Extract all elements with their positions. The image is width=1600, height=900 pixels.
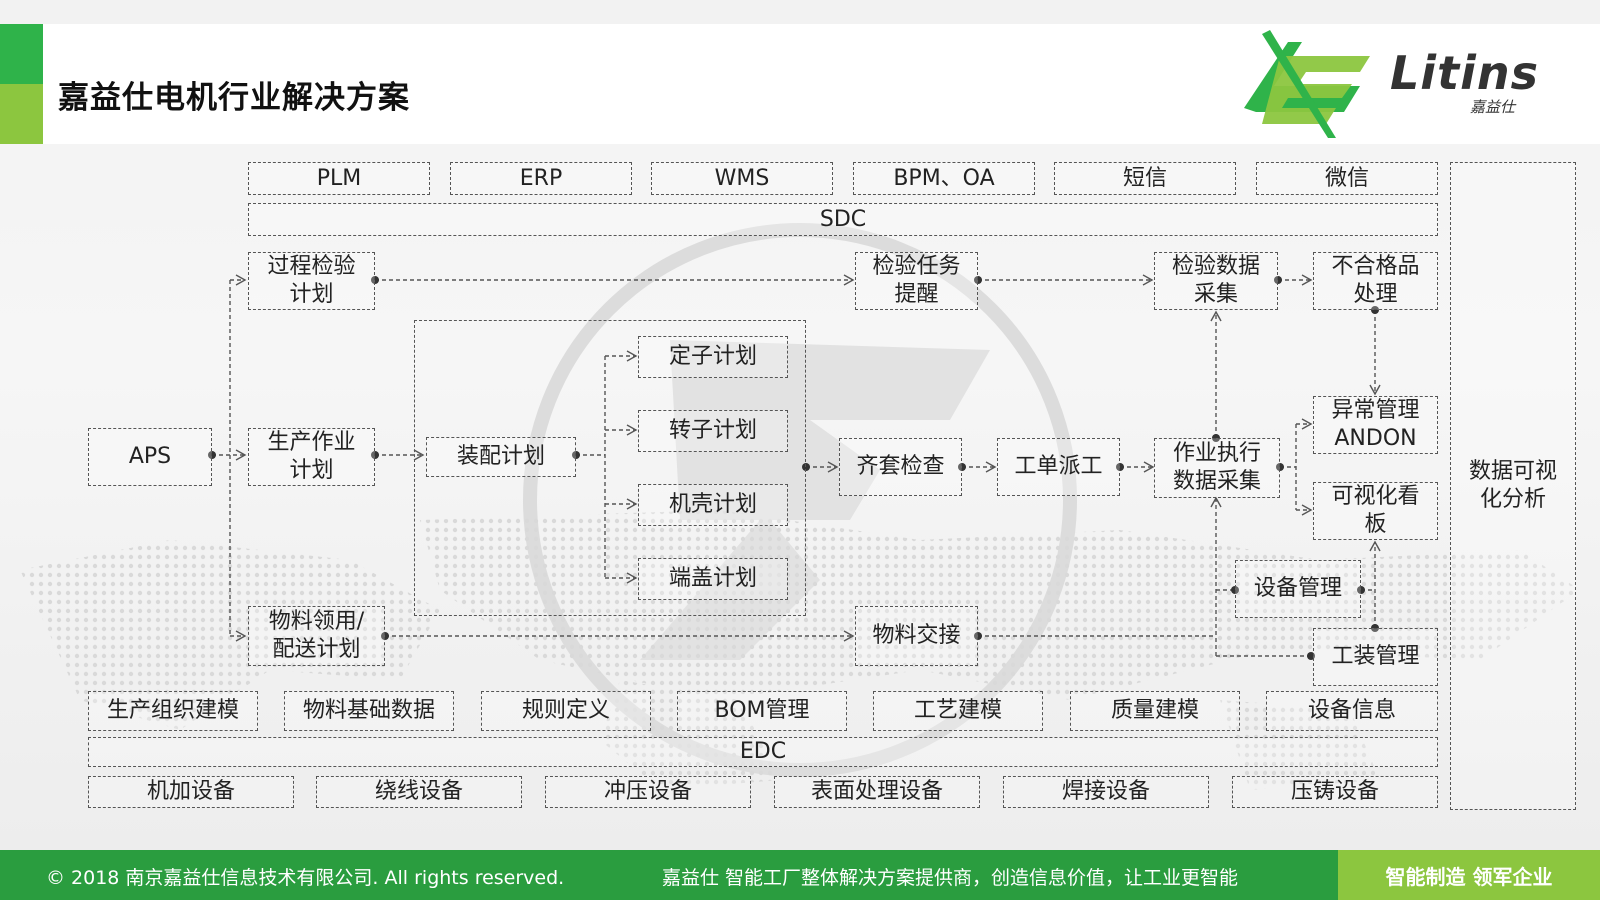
device-stamping: 冲压设备 [545, 776, 751, 808]
material-plan-box: 物料领用/ 配送计划 [248, 606, 385, 666]
base-data-quality: 质量建模 [1070, 691, 1240, 731]
kanban-box: 可视化看 板 [1313, 482, 1438, 540]
work-dispatch-box: 工单派工 [997, 438, 1120, 496]
base-data-material: 物料基础数据 [284, 691, 454, 731]
tooling-mgmt-box: 工装管理 [1313, 628, 1438, 686]
assembly-region [414, 320, 806, 616]
stator-plan-box: 定子计划 [638, 336, 788, 378]
base-data-process: 工艺建模 [873, 691, 1043, 731]
device-die-casting: 压铸设备 [1232, 776, 1438, 808]
aps-box: APS [88, 428, 212, 486]
material-handover-box: 物料交接 [855, 606, 978, 666]
execution-data-box: 作业执行 数据采集 [1154, 438, 1280, 498]
endcap-plan-box: 端盖计划 [638, 558, 788, 600]
base-data-bom: BOM管理 [677, 691, 847, 731]
litins-logo-icon [1244, 30, 1370, 138]
rotor-plan-box: 转子计划 [638, 410, 788, 452]
footer-tagline: 智能制造 领军企业 [1338, 850, 1600, 900]
edc-bar: EDC [88, 737, 1438, 767]
kit-check-box: 齐套检查 [839, 438, 962, 496]
device-winding: 绕线设备 [316, 776, 522, 808]
sdc-bar: SDC [248, 203, 1438, 236]
system-wechat: 微信 [1256, 162, 1438, 195]
base-data-rules: 规则定义 [481, 691, 651, 731]
base-data-org-model: 生产组织建模 [88, 691, 258, 731]
page-title: 嘉益仕电机行业解决方案 [58, 80, 410, 116]
system-wms: WMS [651, 162, 833, 195]
equipment-mgmt-box: 设备管理 [1235, 560, 1361, 618]
nonconforming-box: 不合格品 处理 [1313, 252, 1438, 310]
base-data-equipment: 设备信息 [1266, 691, 1438, 731]
housing-plan-box: 机壳计划 [638, 484, 788, 526]
system-plm: PLM [248, 162, 430, 195]
footer-copyright: © 2018 南京嘉益仕信息技术有限公司. All rights reserve… [46, 867, 565, 889]
inspection-plan-box: 过程检验 计划 [248, 252, 375, 310]
footer-bar [0, 850, 1600, 900]
header-accent-top [0, 24, 43, 84]
system-erp: ERP [450, 162, 632, 195]
inspection-data-box: 检验数据 采集 [1154, 252, 1278, 310]
header-accent-bottom [0, 84, 43, 144]
device-machining: 机加设备 [88, 776, 294, 808]
device-surface-treatment: 表面处理设备 [774, 776, 980, 808]
footer-slogan: 嘉益仕 智能工厂整体解决方案提供商，创造信息价值，让工业更智能 [662, 867, 1239, 889]
assembly-plan-box: 装配计划 [426, 437, 576, 477]
production-plan-box: 生产作业 计划 [248, 428, 375, 486]
system-bpm-oa: BPM、OA [853, 162, 1035, 195]
system-sms: 短信 [1054, 162, 1236, 195]
logo-text: Litins [1390, 46, 1539, 100]
data-analysis-column: 数据可视 化分析 [1450, 162, 1576, 810]
world-map-dots [20, 510, 1580, 790]
andon-box: 异常管理 ANDON [1313, 396, 1438, 454]
device-welding: 焊接设备 [1003, 776, 1209, 808]
inspection-task-box: 检验任务 提醒 [855, 252, 978, 310]
logo-subtext: 嘉益仕 [1470, 98, 1516, 116]
